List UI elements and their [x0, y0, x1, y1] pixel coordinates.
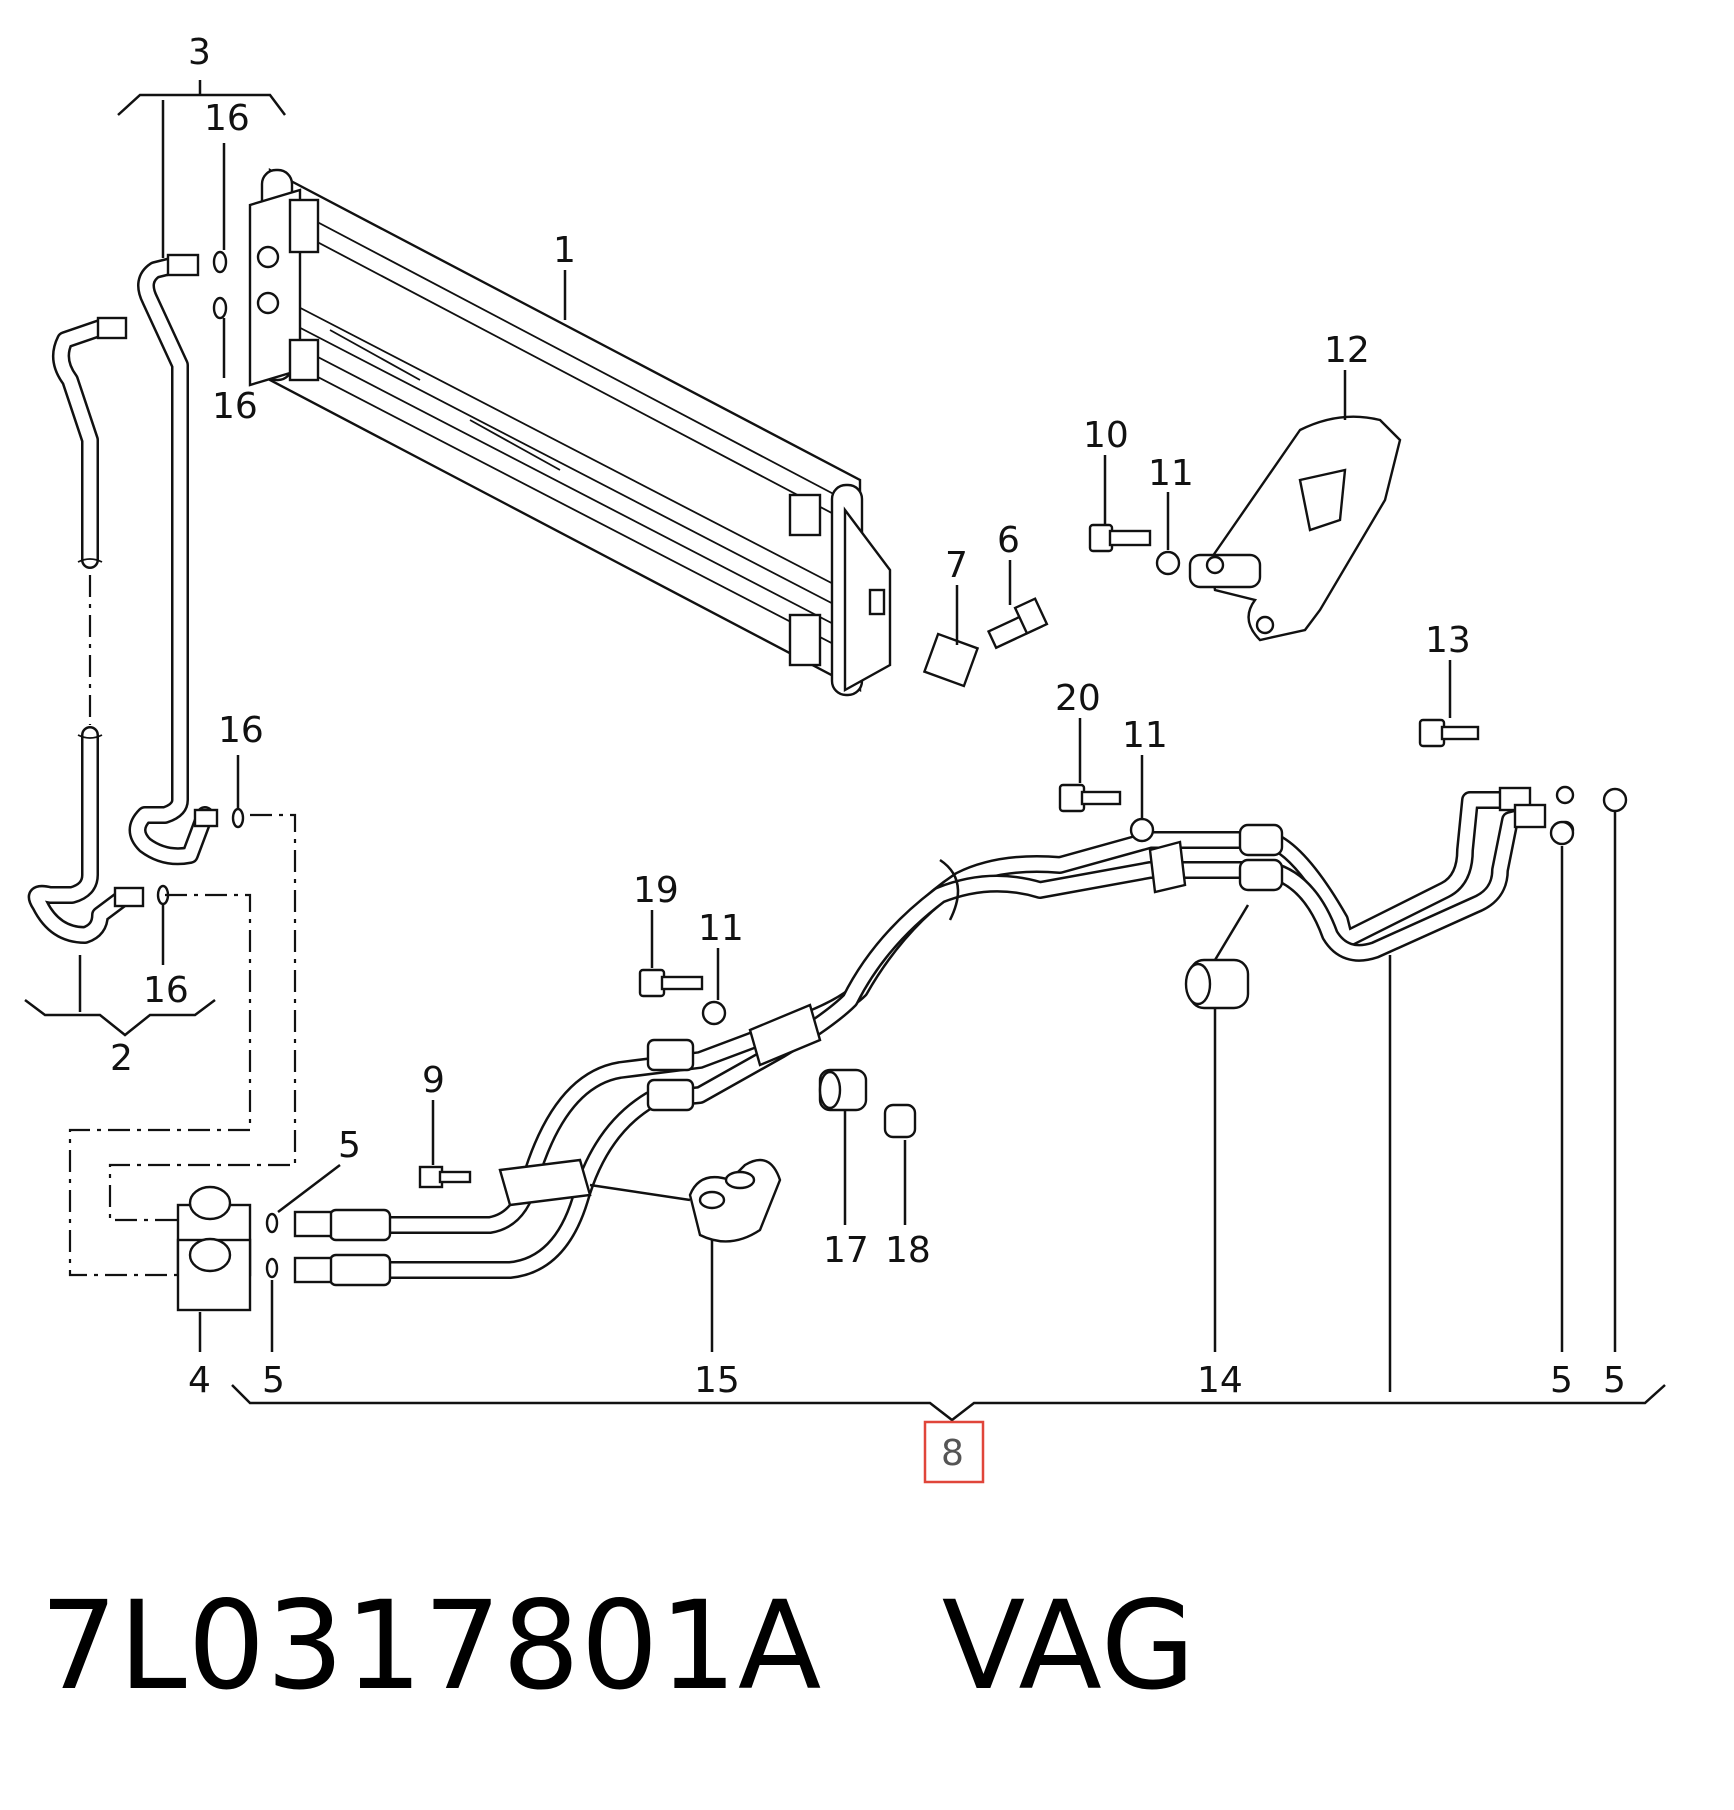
- callout-4: 4: [188, 1360, 211, 1401]
- callout-1: 1: [553, 230, 576, 271]
- callout-5: 5: [338, 1125, 361, 1166]
- callout-16: 16: [143, 970, 189, 1011]
- pipe-2: [27, 319, 129, 944]
- callout-7: 7: [945, 545, 968, 586]
- callout-16: 16: [204, 98, 250, 139]
- part-number-caption: 7L0317801A VAG: [40, 1585, 1196, 1707]
- pipe-fittings-left: [96, 250, 245, 908]
- callout-17: 17: [823, 1230, 869, 1271]
- part-number: 7L0317801A: [40, 1575, 823, 1717]
- callout-19: 19: [633, 870, 679, 911]
- callout-2: 2: [110, 1038, 133, 1079]
- callout-15: 15: [694, 1360, 740, 1401]
- callout-11: 11: [1122, 715, 1168, 756]
- distributor-block: [176, 1185, 252, 1312]
- brand: VAG: [941, 1575, 1197, 1717]
- callout-5: 5: [1550, 1360, 1573, 1401]
- callout-10: 10: [1083, 415, 1129, 456]
- callout-labels: 3 16 16 16 16 2 1 12 10 11 6 7 13 20 11 …: [110, 32, 1626, 1474]
- callout-20: 20: [1055, 678, 1101, 719]
- callout-9: 9: [422, 1060, 445, 1101]
- dashed-connections: [68, 813, 297, 1277]
- callout-8-highlighted: 8: [941, 1433, 964, 1474]
- callout-5: 5: [1603, 1360, 1626, 1401]
- callout-11: 11: [698, 908, 744, 949]
- callout-13: 13: [1425, 620, 1471, 661]
- callout-5: 5: [262, 1360, 285, 1401]
- pipe-assembly-8: [293, 785, 1575, 1287]
- callout-14: 14: [1197, 1360, 1243, 1401]
- callout-16: 16: [218, 710, 264, 751]
- callout-3: 3: [188, 32, 211, 73]
- pipe-3: [128, 256, 214, 866]
- callout-6: 6: [997, 520, 1020, 561]
- leader-lines: [24, 80, 1666, 1422]
- highlight-box: [923, 1420, 985, 1484]
- callout-12: 12: [1324, 330, 1370, 371]
- oil-cooler: [248, 168, 892, 697]
- bracket-12: [1188, 415, 1402, 642]
- callout-11: 11: [1148, 453, 1194, 494]
- callout-16: 16: [212, 386, 258, 427]
- small-hardware: [265, 523, 1628, 1279]
- callout-18: 18: [885, 1230, 931, 1271]
